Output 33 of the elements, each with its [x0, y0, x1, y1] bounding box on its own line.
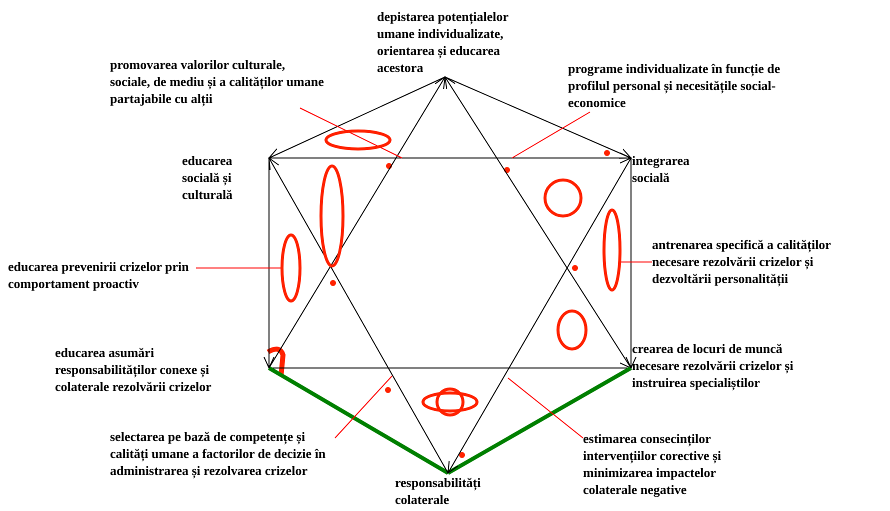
arrow	[444, 76, 632, 159]
arrow	[444, 76, 632, 368]
circle-mark	[436, 388, 464, 416]
arrow	[268, 76, 446, 158]
vertex-label: responsabilități colaterale	[395, 474, 505, 508]
vertex-label: educarea socială și culturală	[182, 152, 268, 203]
arrow	[268, 76, 446, 368]
leader-line	[334, 376, 392, 438]
side-label: antrenarea specifică a calităților necesare rezolvării crizelor și dezvoltării personalității	[652, 236, 852, 287]
vertex-label: integrarea socială	[632, 152, 722, 186]
ellipse-mark	[556, 310, 588, 350]
connector-line	[268, 366, 450, 475]
ellipse-mark	[280, 234, 302, 302]
leader-line	[508, 378, 584, 438]
vertex-label: educarea asumări responsabilităților conexe și colaterale rezolvării crizelor	[55, 344, 245, 395]
side-label: selectarea pe bază de competențe și calități umane a factorilor de decizie în administrarea și rezolvarea crizelor	[110, 428, 335, 479]
circle-mark	[544, 178, 582, 218]
leader-line	[512, 112, 590, 158]
ellipse-mark	[602, 208, 622, 292]
vertex-label: depistarea potențialelor umane individualizate, orientarea și educarea acestora	[377, 8, 549, 76]
connector-line	[447, 366, 632, 475]
side-label: programe individualizate în funcție de profilul personal și necesitățile social-economice	[568, 60, 803, 111]
side-label: estimarea consecinților intervențiilor corective și minimizarea impactelor colaterale negative	[583, 430, 763, 498]
vertex-label: crearea de locuri de muncă necesare rezolvării crizelor și instruirea specialiștilor	[632, 340, 832, 391]
side-label: educarea prevenirii crizelor prin comportament proactiv	[8, 258, 258, 292]
ellipse-mark	[422, 392, 478, 412]
ellipse-mark	[320, 164, 344, 268]
ellipse-mark	[324, 130, 392, 150]
leader-line	[300, 108, 402, 158]
arrow	[626, 158, 636, 368]
side-label: promovarea valorilor culturale, sociale, de mediu și a calităților umane partajabile cu alții	[110, 56, 325, 107]
arrow	[448, 158, 632, 474]
arrow	[268, 158, 448, 474]
